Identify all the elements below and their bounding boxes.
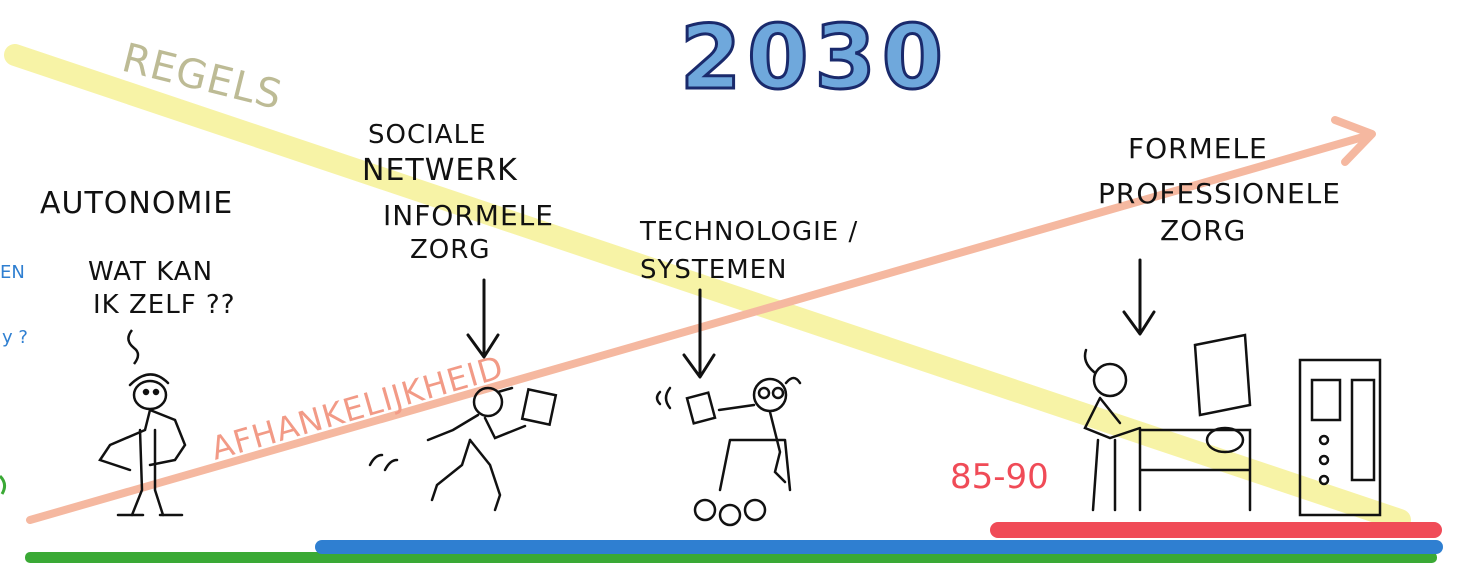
edge-fragment-bottom: y ?: [2, 327, 28, 348]
social-down-arrow: [466, 278, 500, 359]
social-line3: INFORMELE: [383, 199, 554, 232]
edge-fragment-green: [0, 474, 7, 495]
tech-line2: SYSTEMEN: [640, 255, 788, 285]
speech-squiggle: [127, 329, 140, 365]
social-line1: SOCIALE: [368, 120, 487, 150]
running-person-figure: [368, 386, 558, 512]
dependency-label: AFHANKELIJKHEID: [207, 348, 508, 468]
blue-baseline-bar: [315, 540, 1443, 554]
formal-down-arrow: [1122, 258, 1156, 336]
formal-line1: FORMELE: [1128, 132, 1268, 165]
green-baseline-bar: [25, 552, 1437, 563]
age-range-label: 85-90: [950, 457, 1049, 497]
rules-arrow: [4, 44, 1411, 531]
year-title: 2030: [680, 6, 949, 109]
standing-person-figure: [98, 373, 187, 517]
red-baseline-bar: [990, 522, 1442, 538]
walker-person-figure: [655, 376, 802, 527]
tech-line1: TECHNOLOGIE /: [639, 217, 858, 247]
edge-fragment-top: EN: [0, 262, 25, 283]
tech-down-arrow: [682, 288, 716, 379]
autonomy-question-line2: IK ZELF ??: [93, 290, 236, 320]
social-line2: NETWERK: [362, 153, 518, 188]
care-scene-figure: [1083, 333, 1382, 517]
autonomy-question-line1: WAT KAN: [88, 257, 213, 287]
social-line4: ZORG: [410, 235, 491, 265]
formal-line2: PROFESSIONELE: [1098, 177, 1341, 210]
autonomy-heading: AUTONOMIE: [40, 186, 233, 221]
formal-line3: ZORG: [1160, 214, 1246, 247]
